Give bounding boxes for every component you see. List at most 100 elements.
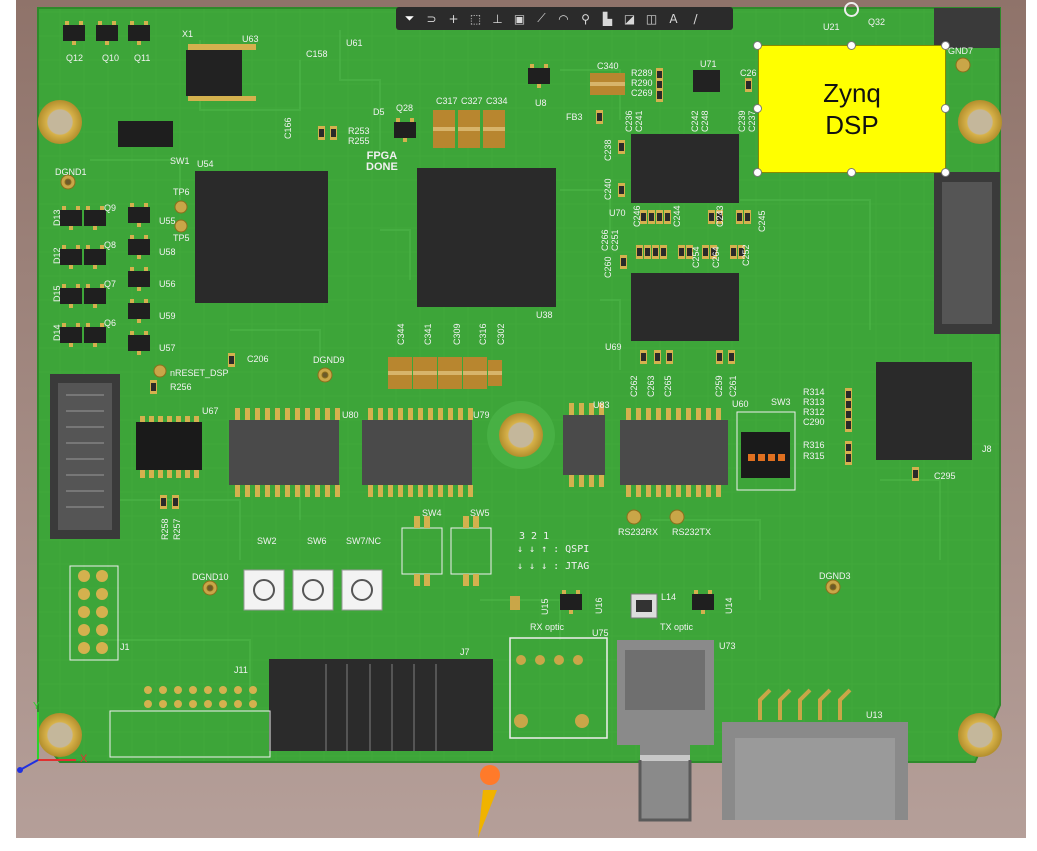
refdes-q12: Q12: [66, 53, 84, 63]
refdes-u38: U38: [536, 310, 553, 320]
refdes-q11: Q11: [134, 53, 151, 63]
refdes-q10: Q10: [102, 53, 120, 63]
refdes-c254: C254: [691, 246, 701, 268]
refdes-j11: J11: [234, 665, 248, 675]
sot-body: [60, 288, 82, 304]
jumper-legend-qspi: ↓ ↓ ↑ : QSPI: [517, 544, 590, 555]
refdes-j1: J1: [120, 642, 130, 652]
j1-pin-header: [69, 565, 119, 661]
rotate-handle-icon[interactable]: [844, 2, 859, 17]
refdes-c248: C248: [700, 110, 710, 132]
filter-icon[interactable]: ⏷: [404, 11, 415, 25]
resize-handle-bottom-left[interactable]: [753, 168, 762, 177]
j1-pin: [78, 642, 90, 654]
refdes-d14: D14: [52, 324, 62, 341]
refdes-c166: C166: [283, 117, 293, 139]
refdes-u13: U13: [866, 710, 883, 720]
bga-chips: [118, 50, 972, 460]
sot-transistors: [60, 21, 714, 614]
refdes-c260: C260: [603, 256, 613, 278]
refdes-r255: R255: [348, 136, 370, 146]
callout-line-2: DSP: [825, 110, 879, 140]
refdes-j7: J7: [460, 647, 470, 657]
refdes-sw3: SW3: [771, 397, 791, 407]
j1-pin: [96, 642, 108, 654]
refdes-u70: U70: [609, 208, 626, 218]
sot-body: [560, 594, 582, 610]
refdes-u8: U8: [535, 98, 547, 108]
text-icon[interactable]: A: [669, 11, 678, 26]
j11-pin: [174, 700, 182, 708]
refdes-c245: C245: [757, 210, 767, 232]
jumper-legend-header: 3 2 1: [519, 531, 550, 542]
x-axis-label: X: [80, 753, 88, 765]
optic-area: [510, 593, 658, 619]
refdes-q9: Q9: [104, 203, 117, 213]
j1-pin: [96, 624, 108, 636]
cross-icon[interactable]: +: [448, 11, 459, 26]
refdes-l14: L14: [661, 592, 677, 602]
refdes-c236: C236: [624, 110, 634, 132]
refdes-c290: C290: [803, 417, 825, 427]
j11-pin: [189, 686, 197, 694]
j11-pin: [234, 686, 242, 694]
test-points: [60, 57, 971, 596]
resize-handle-right[interactable]: [941, 104, 950, 113]
refdes-c242: C242: [690, 110, 700, 132]
refdes-c206: C206: [247, 354, 269, 364]
resize-handle-top-right[interactable]: [941, 41, 950, 50]
refdes-c252: C252: [741, 244, 751, 266]
polygon-icon[interactable]: ◪: [623, 11, 636, 26]
resize-handle-top-left[interactable]: [753, 41, 762, 50]
sot-body: [128, 239, 150, 255]
soic-body: [362, 420, 472, 485]
resize-handle-bottom-right[interactable]: [941, 168, 950, 177]
refdes-r253: R253: [348, 126, 370, 136]
refdes-c246: C246: [632, 205, 642, 227]
refdes-r256: R256: [170, 382, 192, 392]
pin-icon[interactable]: ⚲: [581, 11, 590, 26]
select-rect-icon[interactable]: ⬚: [469, 11, 482, 26]
refdes-dgnd3: DGND3: [819, 571, 851, 581]
j11-pin: [249, 686, 257, 694]
refdes-u73: U73: [719, 641, 736, 651]
u73-connector: [617, 640, 714, 822]
resize-handle-left[interactable]: [753, 104, 762, 113]
sot-body: [84, 249, 106, 265]
refdes-c243: C243: [715, 205, 725, 227]
refdes-r312: R312: [803, 407, 825, 417]
refdes-u80: U80: [342, 410, 359, 420]
refdes-r258: R258: [160, 518, 170, 540]
refdes-u14: U14: [724, 597, 734, 614]
refdes-c265: C265: [663, 375, 673, 397]
dip-switch-sw3: [736, 411, 796, 491]
snap-icon[interactable]: ⊃: [426, 11, 437, 26]
refdes-u58: U58: [159, 247, 176, 257]
resize-handle-bottom[interactable]: [847, 168, 856, 177]
refdes-u75: U75: [592, 628, 609, 638]
component-icon[interactable]: ▣: [513, 11, 526, 26]
route-icon[interactable]: ⟋: [537, 11, 546, 25]
j11-pin: [144, 700, 152, 708]
push-switches: [243, 569, 383, 611]
j11-pin: [204, 700, 212, 708]
soic-body: [229, 420, 339, 485]
sot-body: [84, 288, 106, 304]
refdes-u55: U55: [159, 216, 176, 226]
refdes-r257: R257: [172, 518, 182, 540]
arc-icon[interactable]: ◠: [558, 11, 569, 26]
resize-handle-top[interactable]: [847, 41, 856, 50]
zynq-dsp-callout[interactable]: Zynq DSP: [758, 45, 946, 173]
fpga-done-label: FPGA DONE: [366, 150, 398, 173]
refdes-rs232tx: RS232TX: [672, 527, 712, 537]
refdes-q8: Q8: [104, 240, 117, 250]
refdes-sw5: SW5: [470, 508, 490, 518]
refdes-q28: Q28: [396, 103, 414, 113]
chart-icon[interactable]: ◫: [645, 11, 658, 26]
sot-body: [128, 303, 150, 319]
refdes-u67: U67: [202, 406, 219, 416]
align-icon[interactable]: ⊥: [492, 11, 503, 26]
fill-icon[interactable]: ▙: [602, 11, 613, 26]
refdes-u16: U16: [594, 597, 604, 614]
line-icon[interactable]: /: [693, 11, 698, 26]
